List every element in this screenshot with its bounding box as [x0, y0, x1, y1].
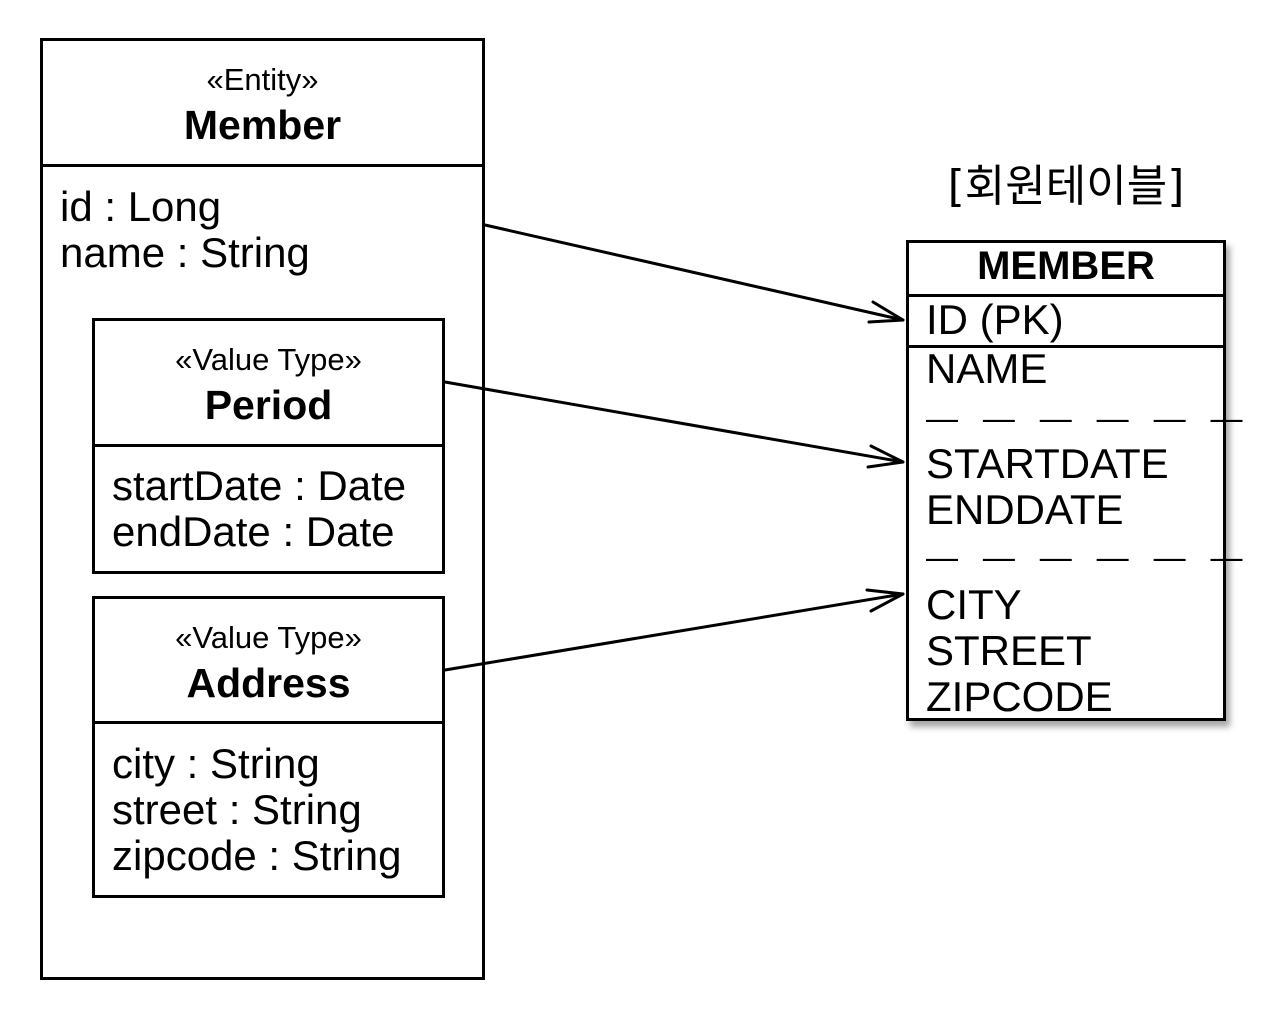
period-title: Period — [204, 382, 333, 428]
address-value-type-box — [92, 596, 445, 898]
arrow-period-to-table — [443, 380, 905, 469]
table-header-divider — [906, 294, 1226, 297]
member-attr-id: id : Long — [60, 183, 222, 230]
address-attr-city: city : String — [112, 740, 320, 787]
member-attr-name: name : String — [60, 229, 310, 276]
address-header-divider — [92, 721, 445, 724]
member-stereotype: «Entity» — [206, 62, 319, 97]
table-caption: [회원테이블] — [947, 161, 1185, 212]
address-attr-street: street : String — [112, 786, 362, 833]
table-col-enddate: ENDDATE — [926, 486, 1124, 533]
period-stereotype: «Value Type» — [175, 342, 362, 377]
table-col-name: NAME — [926, 345, 1048, 392]
period-header-divider — [92, 444, 445, 447]
table-pk-divider — [906, 345, 1226, 348]
member-table-box — [906, 240, 1226, 721]
table-col-startdate: STARTDATE — [926, 440, 1169, 487]
table-separator-1: — — — — — — — [926, 400, 1251, 436]
table-col-street: STREET — [926, 627, 1092, 674]
period-attr-startdate: startDate : Date — [112, 462, 407, 509]
table-col-id-pk: ID (PK) — [926, 296, 1064, 343]
table-col-zipcode: ZIPCODE — [926, 673, 1113, 720]
table-separator-2: — — — — — — — [926, 539, 1251, 575]
table-title: MEMBER — [977, 244, 1155, 288]
address-stereotype: «Value Type» — [175, 620, 362, 655]
address-attr-zipcode: zipcode : String — [112, 832, 402, 879]
member-header-divider — [40, 164, 485, 167]
arrow-address-to-table — [443, 588, 905, 672]
period-attr-enddate: endDate : Date — [112, 508, 395, 555]
address-title: Address — [186, 660, 351, 706]
member-title: Member — [183, 102, 342, 148]
arrow-member-to-table — [483, 223, 905, 324]
table-col-city: CITY — [926, 581, 1022, 628]
